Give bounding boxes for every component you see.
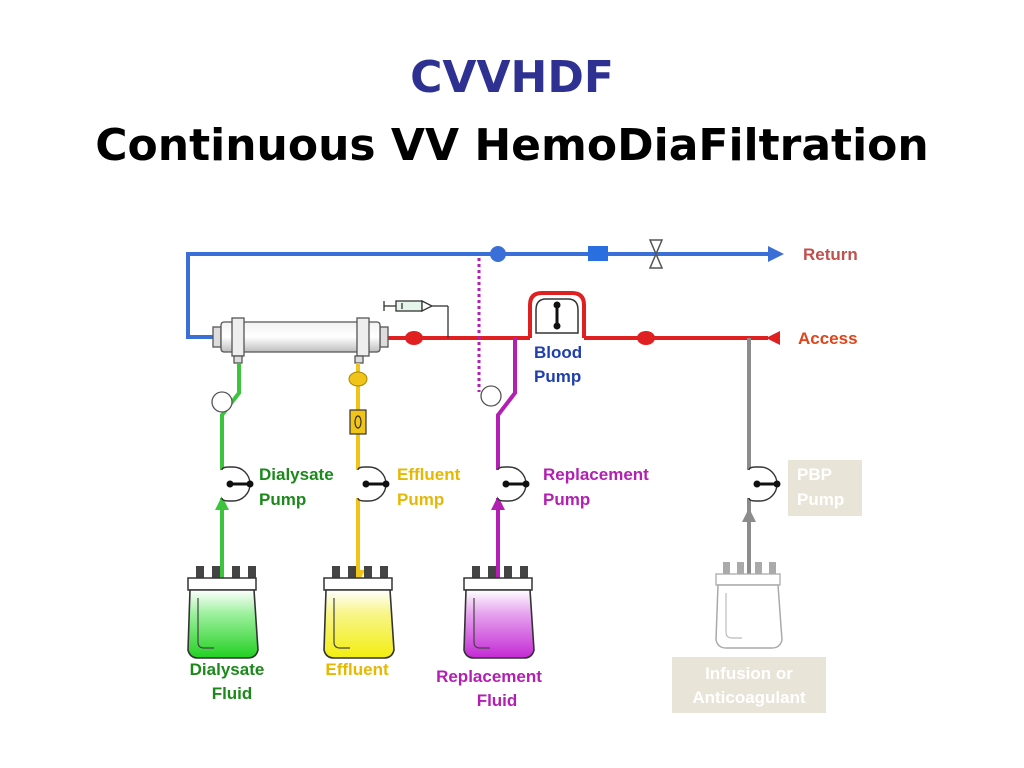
replacement-line — [496, 338, 517, 580]
arterial-pressure-sensor-icon — [637, 331, 655, 345]
dialysate-pump-label-line1: Dialysate — [259, 465, 334, 484]
blood-pump-label-line1: Blood — [534, 343, 582, 362]
blood-pump-icon — [535, 298, 579, 334]
pbp-pump-icon — [748, 466, 781, 502]
hemofilter-icon — [212, 317, 389, 364]
effluent-bag-label: Effluent — [325, 660, 389, 679]
infusion-label-line1: Infusion or — [705, 664, 793, 683]
access-label: Access — [798, 329, 858, 348]
dialysate-fluid-label-line2: Fluid — [212, 684, 253, 703]
return-line — [186, 252, 772, 339]
dialysate-fluid-label-line1: Dialysate — [190, 660, 265, 679]
return-label: Return — [803, 245, 858, 264]
replacement-fluid-label-line1: Replacement — [436, 667, 542, 686]
replacement-pump-icon — [497, 466, 530, 502]
replacement-fluid-label-line2: Fluid — [477, 691, 518, 710]
pbp-arrow-icon — [742, 508, 756, 522]
pbp-pump-label-box — [788, 460, 862, 516]
effluent-pump-icon — [357, 466, 390, 502]
return-clamp-icon — [648, 239, 664, 269]
pbp-pump-label-line1: PBP — [797, 465, 832, 484]
return-arrow-icon — [768, 246, 784, 262]
return-air-detector-icon — [490, 246, 506, 262]
dialysate-pressure-sensor-icon — [211, 391, 233, 413]
dialysate-bag-icon — [187, 566, 259, 659]
diagram-title: CVVHDF — [410, 52, 614, 103]
blood-pump-label-line2: Pump — [534, 367, 581, 386]
infusion-label-line2: Anticoagulant — [692, 688, 806, 707]
replacement-arrow-icon — [491, 496, 505, 510]
return-pressure-sensor-icon — [588, 246, 608, 261]
access-pressure-sensor-icon — [405, 331, 423, 345]
replacement-pump-label-line1: Replacement — [543, 465, 649, 484]
replacement-bag-icon — [463, 566, 535, 659]
syringe-icon — [383, 299, 449, 338]
effluent-pressure-sensor-icon — [348, 371, 368, 387]
infusion-label-box — [672, 657, 826, 713]
blood-leak-detector-icon — [349, 409, 367, 435]
infusion-bag-icon — [715, 562, 783, 649]
replacement-pressure-sensor-icon — [480, 385, 502, 407]
access-arrow-icon — [766, 331, 780, 345]
dialysate-arrow-icon — [215, 496, 229, 510]
pbp-pump-label-line2: Pump — [797, 490, 844, 509]
diagram-subtitle: Continuous VV HemoDiaFiltration — [95, 120, 929, 171]
effluent-pump-label-line2: Pump — [397, 490, 444, 509]
effluent-bag-icon — [323, 566, 395, 659]
replacement-pump-label-line2: Pump — [543, 490, 590, 509]
effluent-pump-label-line1: Effluent — [397, 465, 461, 484]
dialysate-pump-label-line2: Pump — [259, 490, 306, 509]
dialysate-pump-icon — [221, 466, 254, 502]
